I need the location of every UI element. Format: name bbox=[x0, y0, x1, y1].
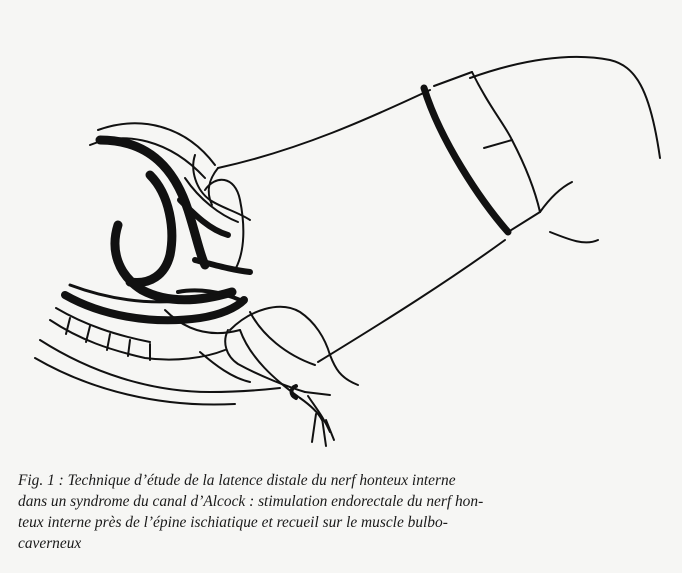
forearm-outline bbox=[218, 57, 660, 362]
hand bbox=[193, 155, 358, 395]
pelvic-anatomy bbox=[35, 123, 280, 404]
caption-line: dans un syndrome du canal d’Alcock : sti… bbox=[18, 491, 668, 512]
caption-line: teux interne près de l’épine ischiatique… bbox=[18, 512, 668, 533]
figure-illustration bbox=[0, 0, 682, 468]
caption-line: caverneux bbox=[18, 533, 668, 554]
sleeve-cuff bbox=[424, 72, 540, 232]
caption-line: Fig. 1 : Technique d’étude de la latence… bbox=[18, 470, 668, 491]
figure-caption: Fig. 1 : Technique d’étude de la latence… bbox=[18, 470, 668, 554]
electrode bbox=[240, 330, 334, 446]
